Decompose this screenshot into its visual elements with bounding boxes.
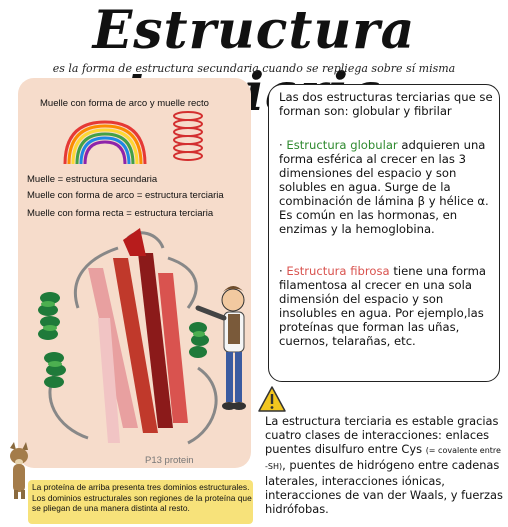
protein-ribbon-icon (38, 228, 218, 445)
label-arc-tertiary: Muelle con forma de arco = estructura te… (27, 190, 224, 201)
protein-caption: P13 protein (145, 455, 194, 466)
info-box (268, 84, 500, 382)
scientist-icon (195, 286, 246, 410)
label-straight-tertiary: Muelle con forma recta = estructura terc… (27, 208, 214, 219)
left-illustration-panel (18, 78, 251, 468)
fibrosa-term: Estructura fibrosa (286, 264, 390, 278)
globular-text: adquieren una forma esférica al crecer e… (279, 138, 489, 236)
interactions-part1: La estructura terciaria es estable graci… (265, 414, 499, 456)
rainbow-slinky-icon (63, 120, 147, 165)
domains-note: La proteína de arriba presenta tres domi… (32, 482, 252, 513)
fibrosa-text: tiene una forma filamentosa al crecer en… (279, 264, 487, 348)
fibrosa-bullet: · (279, 264, 287, 278)
structures-intro: Las dos estructuras terciarias que se fo… (279, 90, 493, 118)
domains-note-box (28, 480, 253, 524)
fibrosa-paragraph: · Estructura fibrosa tiene una forma fil… (279, 264, 493, 348)
interactions-text: La estructura terciaria es estable graci… (265, 414, 503, 516)
page-subtitle: es la forma de estructura secundaria cua… (52, 62, 456, 75)
red-spring-icon (173, 111, 203, 161)
warning-icon (258, 386, 286, 412)
dog-icon (10, 442, 28, 499)
globular-paragraph: · Estructura globular adquieren una form… (279, 138, 493, 236)
interactions-note: (= covalente entre -SH) (265, 446, 501, 471)
label-secondary: Muelle = estructura secundaria (27, 174, 158, 185)
spring-heading: Muelle con forma de arco y muelle recto (40, 98, 209, 109)
page-title: Estructura terciaria (92, 0, 416, 123)
globular-bullet: · (279, 138, 287, 152)
interactions-part2: , puentes de hidrógeno entre cadenas lat… (265, 458, 503, 516)
globular-term: Estructura globular (286, 138, 398, 152)
